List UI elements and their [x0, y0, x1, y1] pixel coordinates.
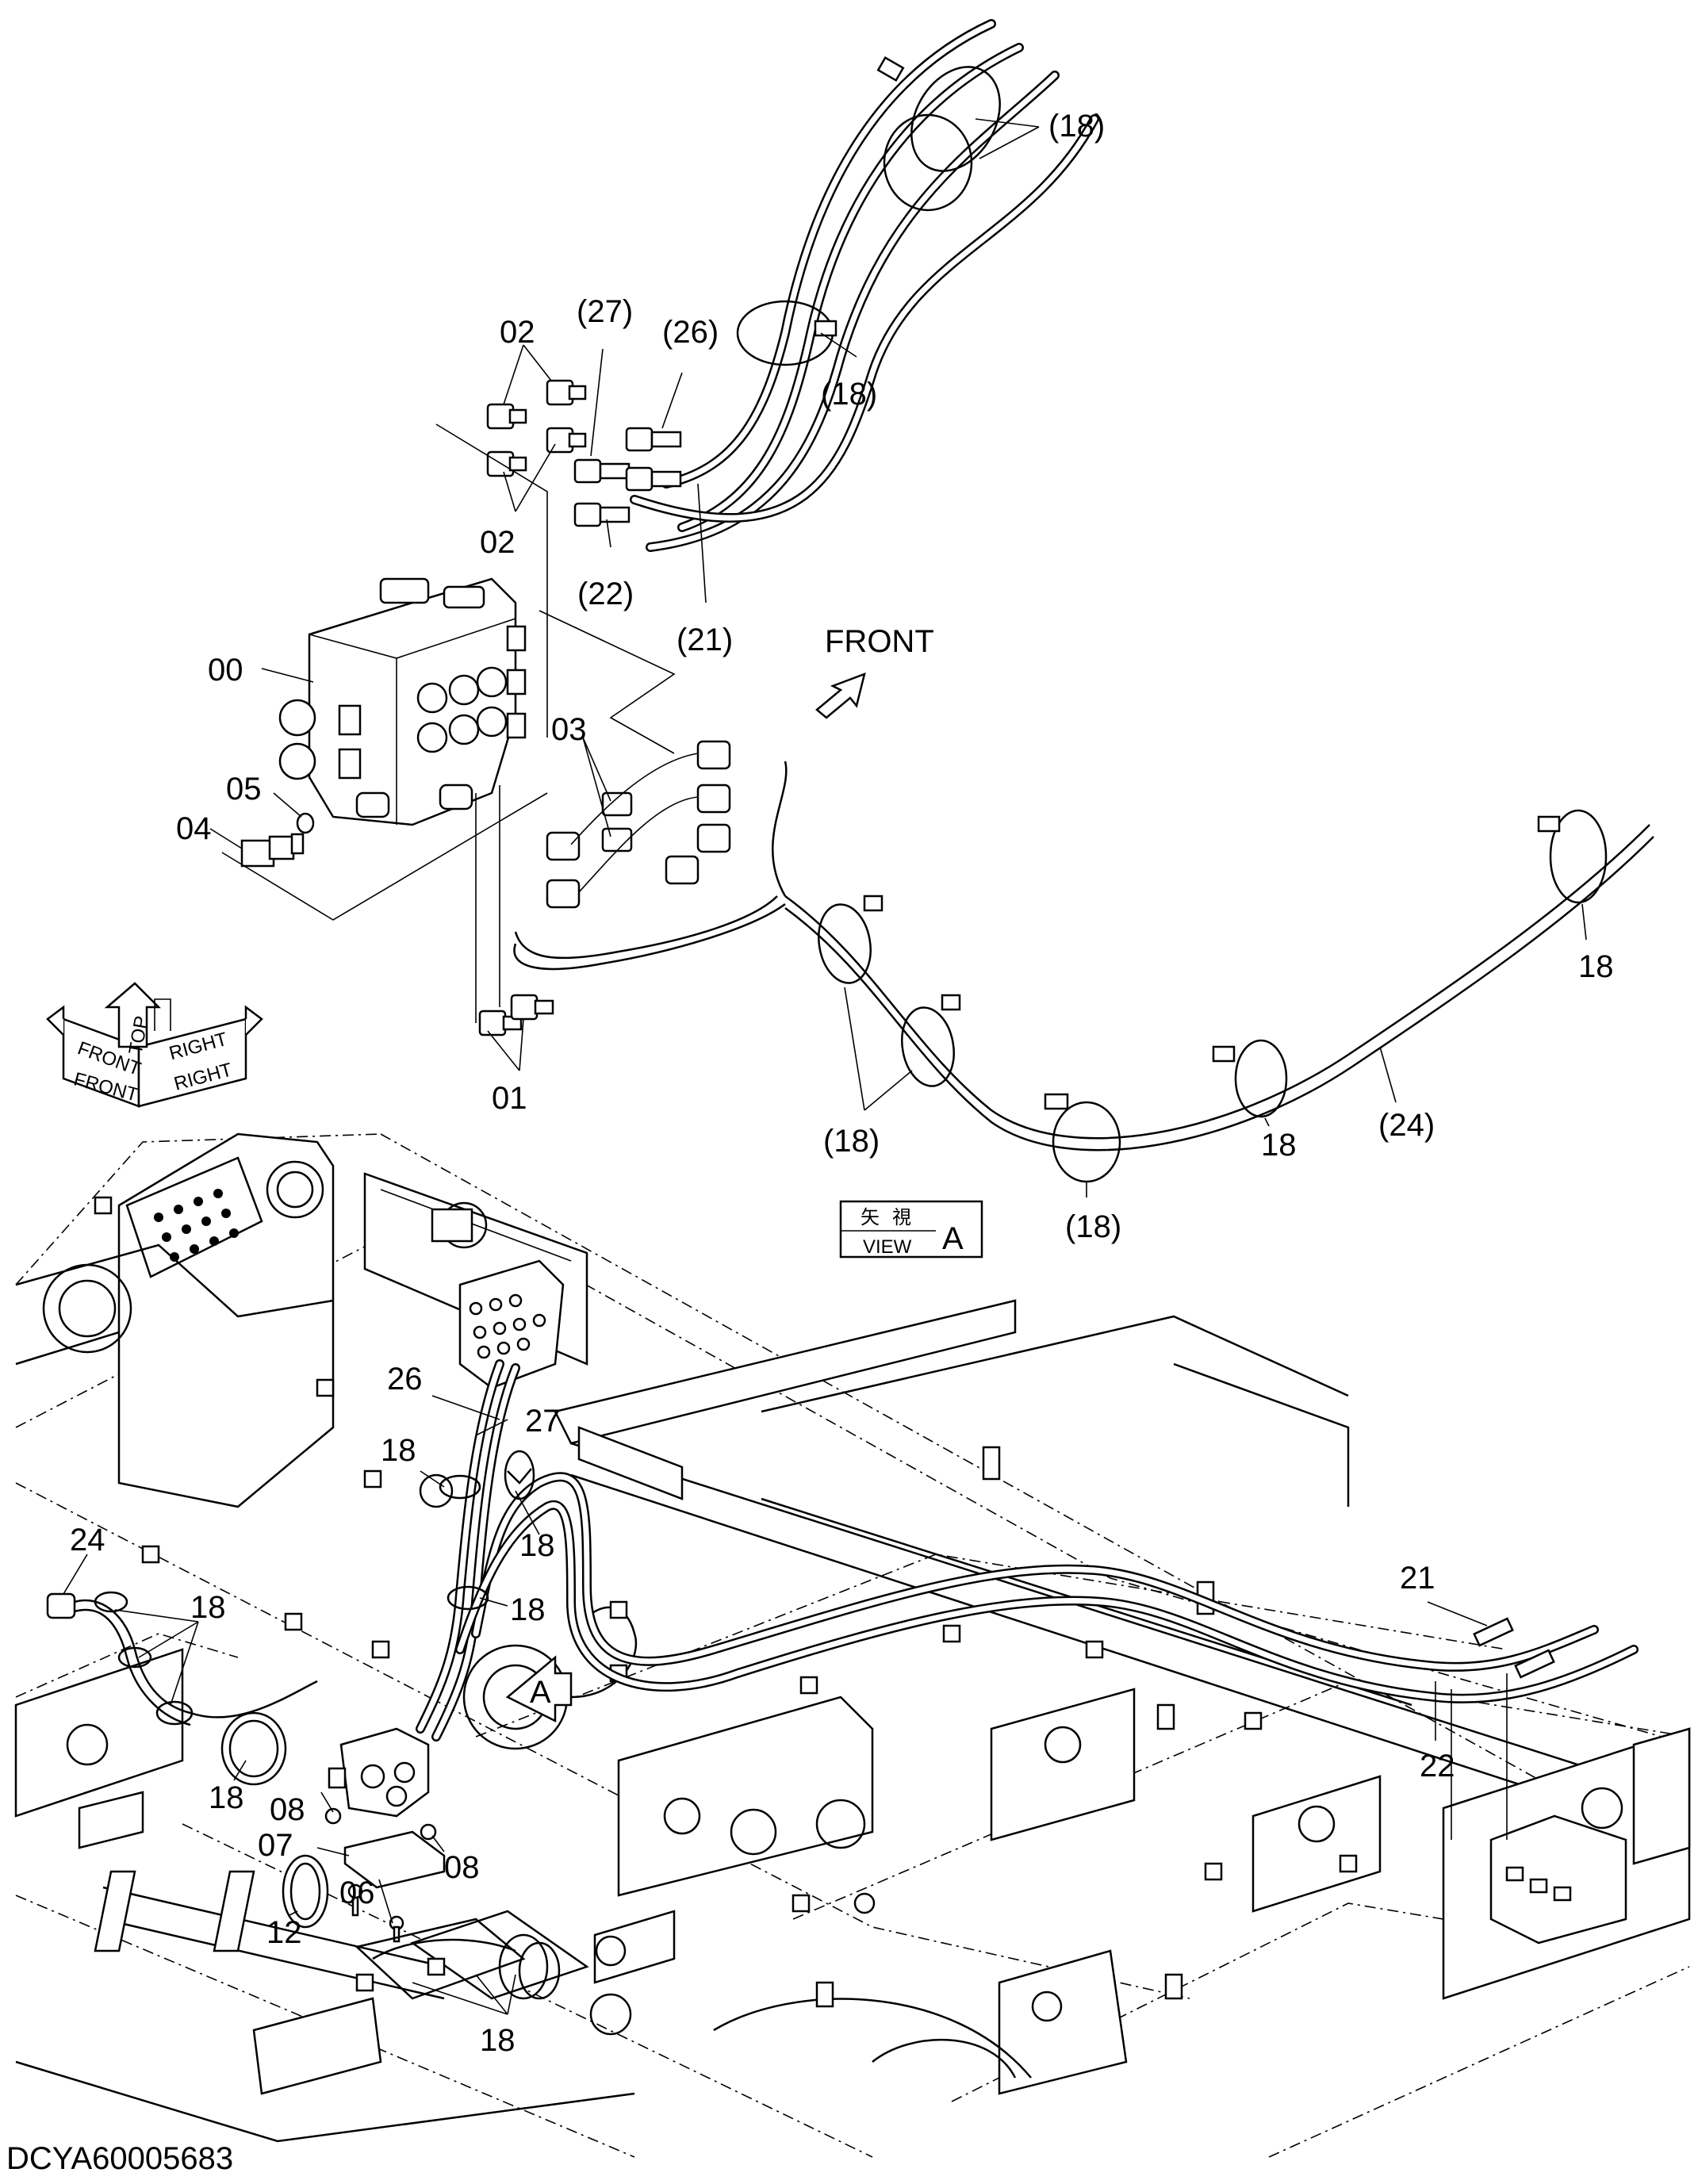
orientation-cube-icon: FRONT FRONT TOP RIGHT RIGHT — [46, 982, 263, 1108]
callout-24: 24 — [70, 1523, 105, 1558]
callout-18a: 18 — [381, 1433, 416, 1468]
callout-04: 04 — [176, 811, 212, 846]
harness-clamps-detail — [818, 809, 1608, 1183]
view-a-box: 矢 視 VIEW A — [839, 1200, 983, 1259]
leader-lines-main — [63, 1395, 1488, 2015]
callout-18e: 18 — [209, 1780, 244, 1815]
callout-02a: 02 — [500, 315, 535, 350]
view-word: VIEW — [863, 1236, 912, 1258]
callout-08a: 08 — [270, 1792, 305, 1827]
callout-05: 05 — [226, 772, 262, 807]
callout-p22: (22) — [577, 577, 634, 611]
pressure-sensor — [240, 812, 315, 868]
callout-labels-detail: (18) (18) 02 (27) (26) 02 (22) (21) FRON… — [176, 109, 1614, 1244]
callout-02b: 02 — [480, 525, 516, 560]
callout-p27: (27) — [577, 294, 633, 329]
callout-n18b: 18 — [1261, 1128, 1297, 1163]
callout-p18a: (18) — [1048, 109, 1105, 144]
perforated-step-plate — [125, 1156, 263, 1278]
callout-27: 27 — [525, 1404, 561, 1439]
callout-p26: (26) — [662, 315, 719, 350]
right-connection-plate — [1451, 1673, 1627, 1945]
fittings-01 — [478, 994, 554, 1036]
callout-03: 03 — [551, 712, 587, 747]
drawing-code: DCYA60005683 — [6, 2141, 233, 2176]
callout-26: 26 — [387, 1362, 423, 1397]
callout-12: 12 — [266, 1915, 302, 1950]
hose-fittings — [486, 379, 682, 527]
valve-mount-assembly — [282, 1727, 561, 2000]
callout-22: 22 — [1420, 1749, 1455, 1784]
manifold-block — [431, 1208, 565, 1389]
view-letter: A — [942, 1221, 964, 1256]
callout-p18d: (18) — [1065, 1209, 1121, 1244]
leader-lines-detail — [209, 118, 1587, 1197]
callout-06: 06 — [339, 1876, 375, 1910]
callout-p24: (24) — [1378, 1108, 1435, 1143]
front-label: FRONT — [825, 624, 934, 659]
callout-p21: (21) — [677, 623, 733, 657]
hose-clamps-detail — [736, 56, 1001, 366]
view-marker-letter: A — [530, 1675, 551, 1710]
detail-reference-lines — [221, 423, 676, 1023]
callout-p18c: (18) — [823, 1124, 880, 1159]
callout-21: 21 — [1400, 1561, 1435, 1596]
front-direction-arrow — [815, 672, 866, 719]
callout-p18b: (18) — [821, 377, 877, 412]
view-a-arrow: A — [505, 1655, 573, 1723]
lower-left-structure — [14, 1648, 635, 2143]
callout-n18a: 18 — [1578, 949, 1614, 984]
view-kanji-1: 矢 — [860, 1207, 880, 1228]
callout-08b: 08 — [444, 1850, 480, 1885]
callout-18c: 18 — [510, 1592, 546, 1627]
wire-harness-detail — [513, 740, 1654, 1151]
harness-main — [46, 1591, 318, 1786]
lower-structure — [410, 1606, 1382, 2095]
callout-00: 00 — [208, 653, 243, 688]
callout-18b: 18 — [519, 1528, 555, 1563]
clip-brackets — [94, 1196, 1358, 2008]
view-kanji-2: 視 — [892, 1207, 911, 1228]
callout-labels-main: 26 27 18 18 18 24 18 21 22 18 08 07 08 0… — [70, 1362, 1455, 2058]
callout-01: 01 — [492, 1081, 527, 1116]
callout-18f: 18 — [480, 2023, 516, 2058]
callout-18d: 18 — [190, 1590, 226, 1625]
callout-07: 07 — [258, 1828, 293, 1863]
hose-bundle-upper — [630, 19, 1099, 552]
solenoid-valve-block — [278, 577, 527, 826]
